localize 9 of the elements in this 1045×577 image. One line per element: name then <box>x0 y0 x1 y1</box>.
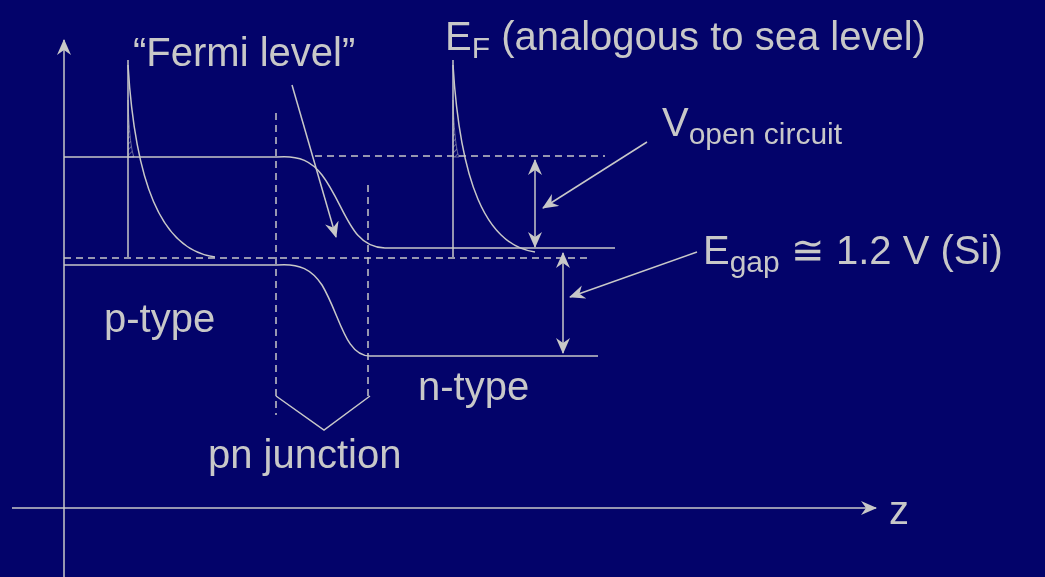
diagram-label: p-type <box>104 295 216 342</box>
diagram-label: z <box>889 487 909 534</box>
leader-line <box>291 84 339 238</box>
diagram-label: pn junction <box>208 431 402 478</box>
callout-label: “Fermi level” <box>133 29 356 76</box>
leader-line <box>569 251 698 299</box>
leader-line <box>542 141 648 209</box>
diagram-label: E$_{F}$ (analogous to sea level) <box>445 13 926 60</box>
diagram-label: n-type <box>418 363 530 410</box>
